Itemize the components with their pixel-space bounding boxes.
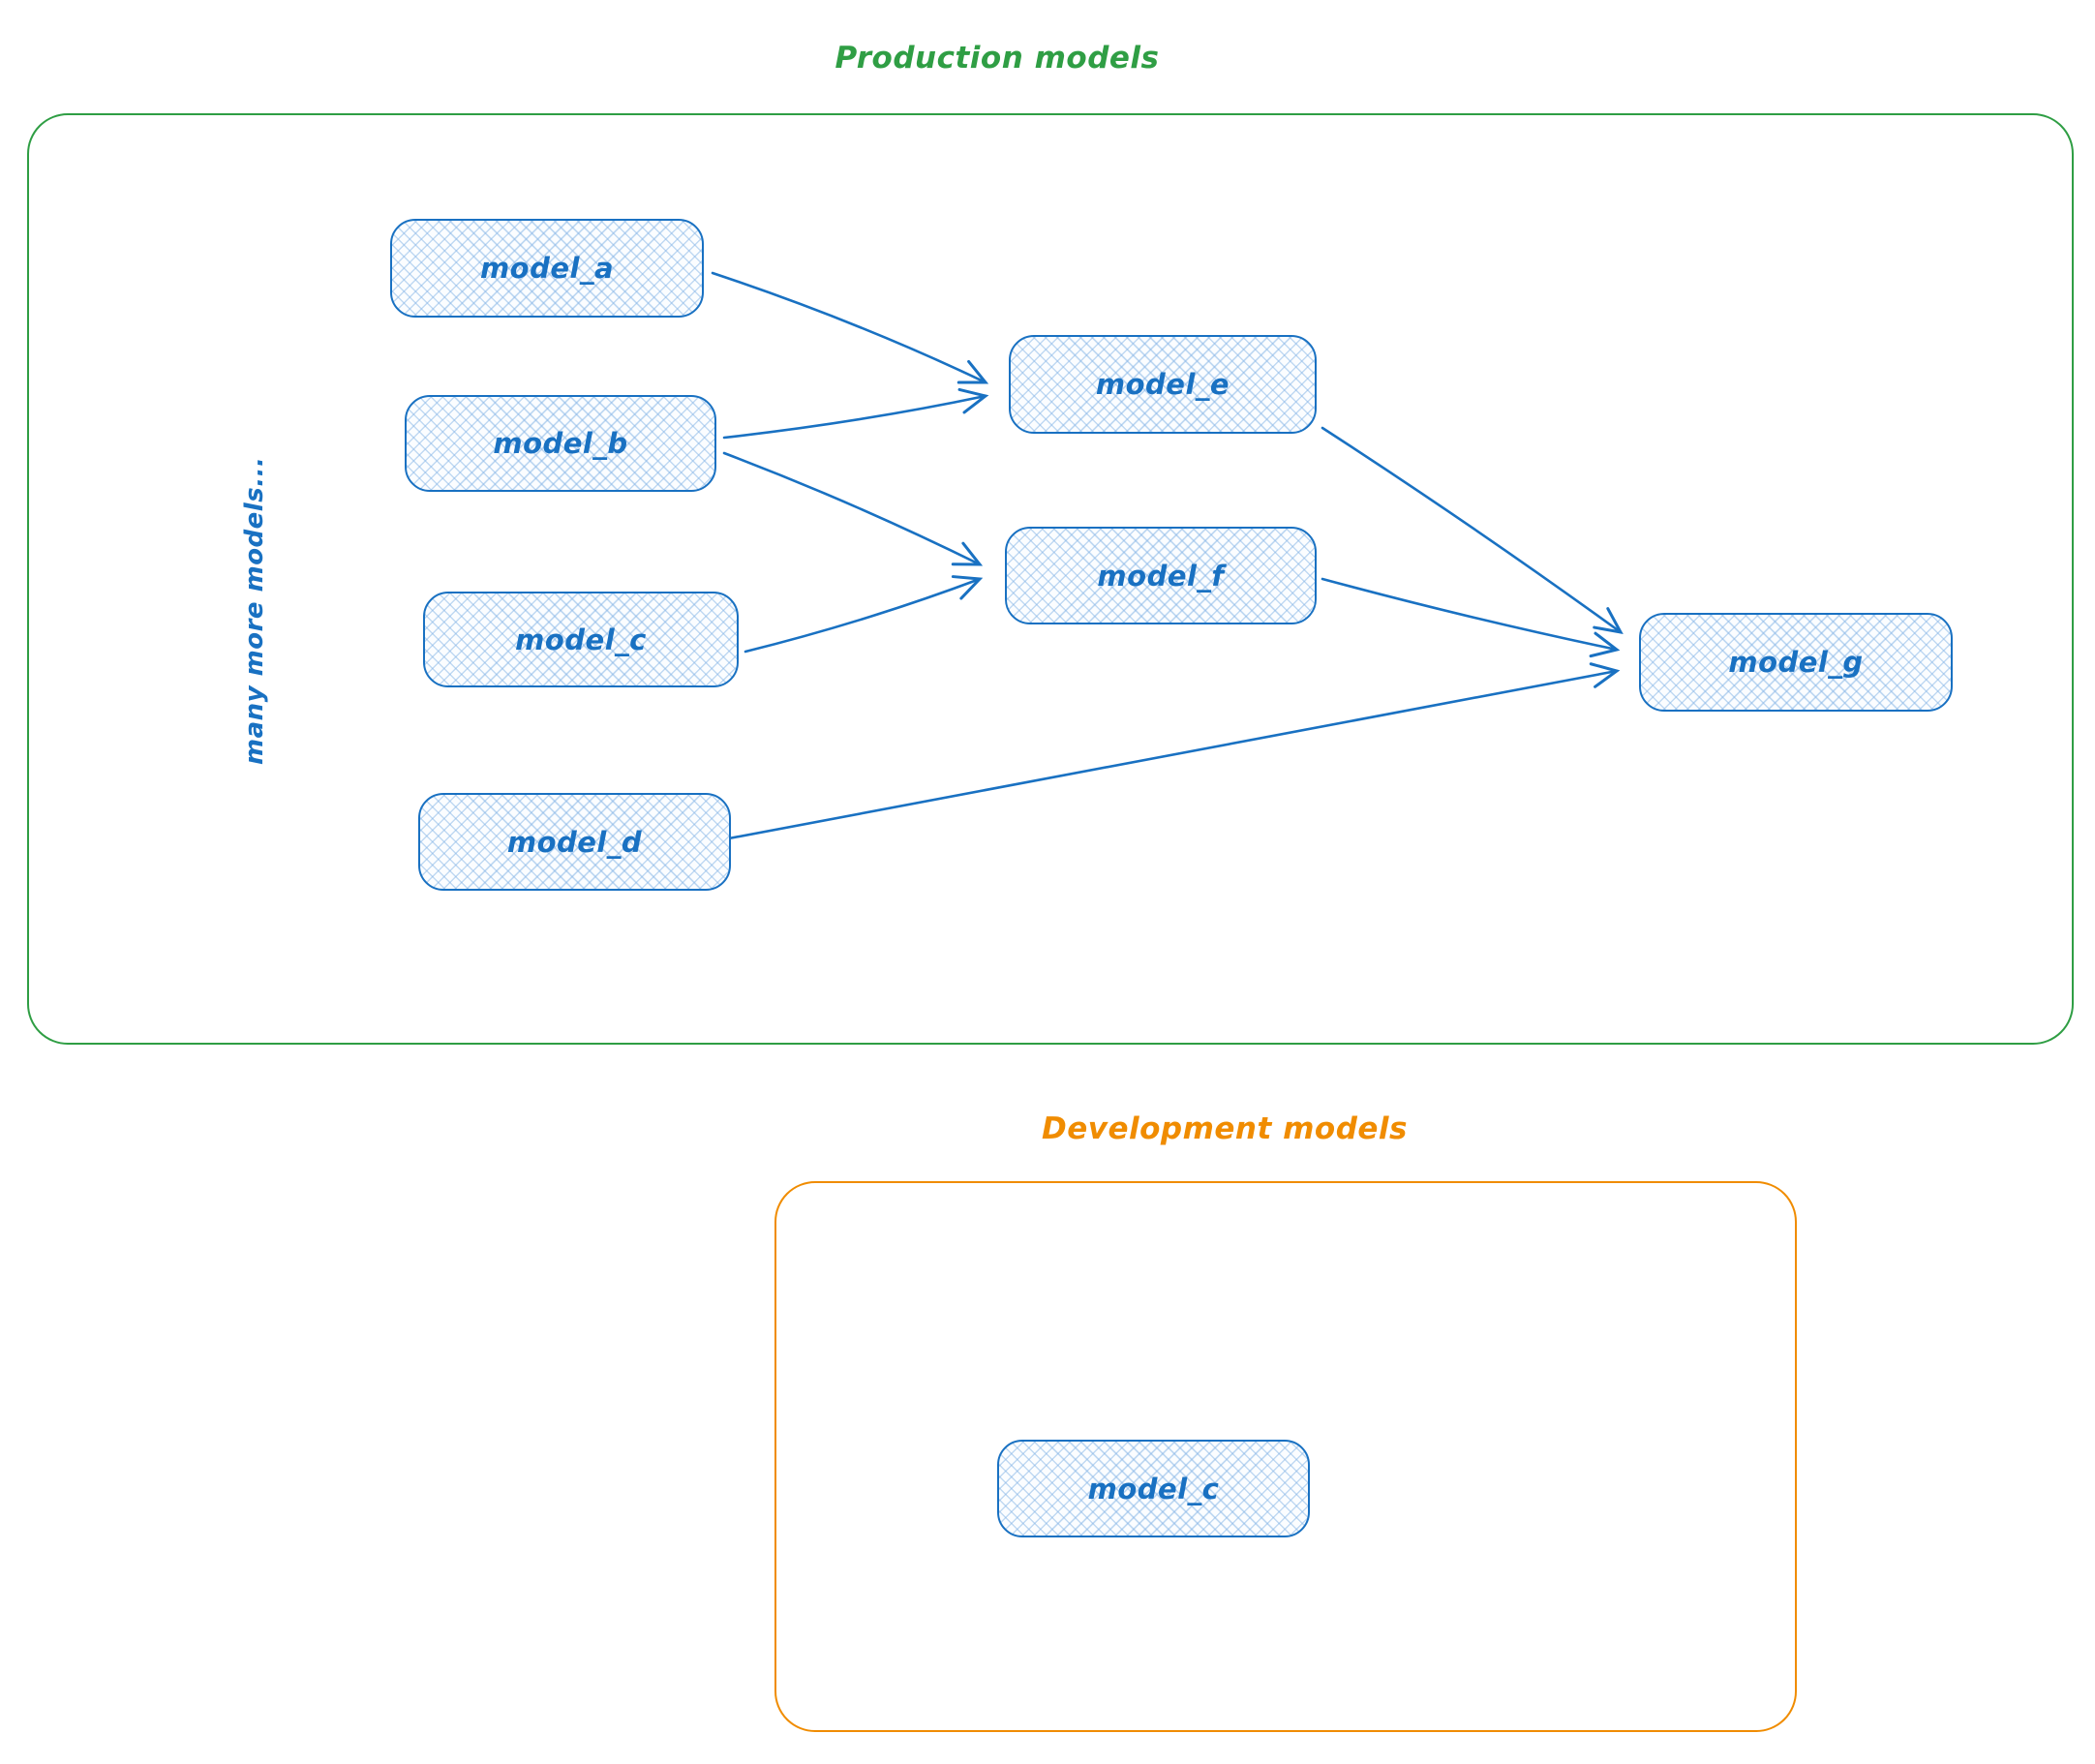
- node-model_c-development-label: model_c: [1087, 1472, 1220, 1505]
- arrow-model_b-to-model_e[interactable]: [722, 387, 989, 440]
- node-model_a-label: model_a: [479, 252, 615, 285]
- arrow-model_e-to-model_g[interactable]: [1321, 426, 1624, 635]
- node-model_c[interactable]: model_c: [423, 592, 739, 687]
- node-model_f-label: model_f: [1097, 559, 1225, 593]
- arrow-model_f-to-model_g[interactable]: [1321, 577, 1621, 658]
- node-model_b[interactable]: model_b: [405, 395, 716, 492]
- node-model_d[interactable]: model_d: [418, 793, 731, 891]
- node-model_c-label: model_c: [515, 623, 647, 656]
- arrow-model_d-to-model_g[interactable]: [712, 662, 1621, 843]
- node-model_f[interactable]: model_f: [1005, 527, 1317, 624]
- node-model_e[interactable]: model_e: [1009, 335, 1317, 434]
- node-model_d-label: model_d: [506, 825, 643, 859]
- arrow-model_a-to-model_e[interactable]: [711, 271, 989, 384]
- many-more-models-note[interactable]: many more models...: [240, 456, 269, 765]
- node-model_a[interactable]: model_a: [390, 219, 704, 318]
- node-model_c-development[interactable]: model_c: [997, 1440, 1310, 1537]
- development-container[interactable]: [774, 1181, 1797, 1732]
- arrow-model_b-to-model_f[interactable]: [722, 451, 984, 566]
- development-title[interactable]: Development models: [1041, 1111, 1408, 1146]
- node-model_b-label: model_b: [493, 427, 628, 460]
- arrow-model_c-to-model_f[interactable]: [744, 575, 984, 654]
- production-container[interactable]: [27, 113, 2074, 1045]
- node-model_g[interactable]: model_g: [1639, 613, 1953, 712]
- node-model_g-label: model_g: [1728, 646, 1864, 679]
- production-title[interactable]: Production models: [835, 41, 1160, 76]
- node-model_e-label: model_e: [1095, 368, 1230, 401]
